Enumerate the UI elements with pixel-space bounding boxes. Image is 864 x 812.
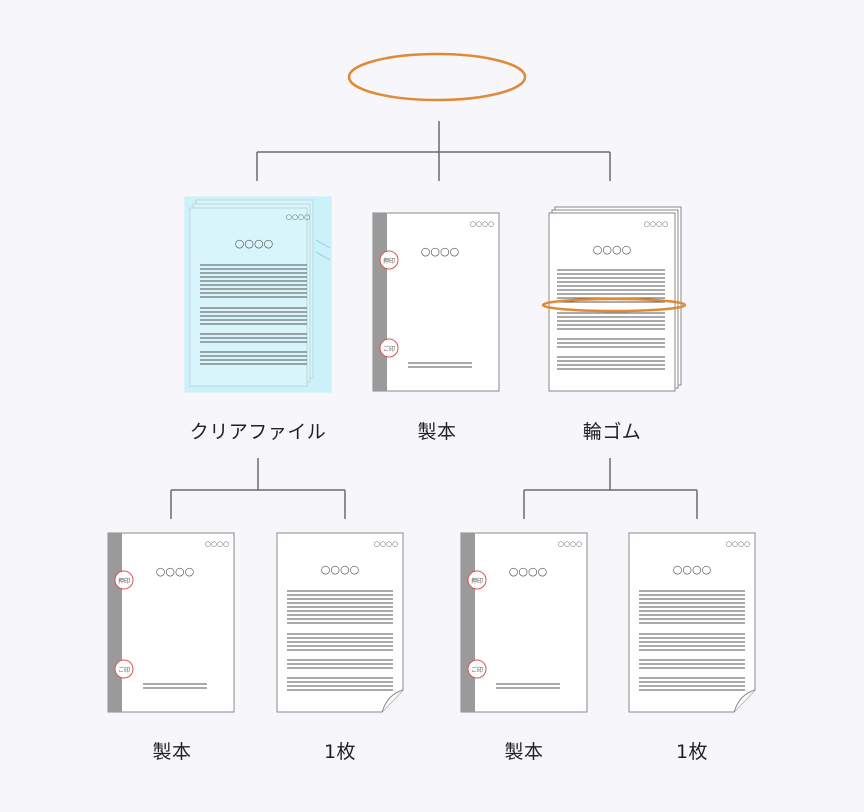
- svg-text:○○○○: ○○○○: [321, 563, 359, 576]
- label-bound: 製本: [417, 421, 457, 443]
- svg-text:押印: 押印: [471, 577, 483, 585]
- rubber-bound-icon: ○○○○ ○○○○ 押印 ご印: [460, 532, 588, 713]
- clear-file-single-icon: ○○○○ ○○○○: [276, 532, 404, 713]
- svg-text:○○○○: ○○○○: [374, 540, 398, 548]
- clear-file-title-mark: ○○○○: [235, 237, 273, 250]
- svg-text:○○○○: ○○○○: [509, 565, 547, 578]
- clear-file-corner-mark: ○○○○: [286, 213, 310, 221]
- label-rubber-bound: 製本: [504, 741, 544, 763]
- bound-corner-mark: ○○○○: [470, 220, 494, 228]
- svg-text:押印: 押印: [118, 577, 130, 585]
- rubber-title-mark: ○○○○: [593, 243, 631, 256]
- bound-stamp-bottom: [379, 338, 399, 358]
- bound-stamp-top: [379, 250, 399, 270]
- label-clear-file: クリアファイル: [189, 421, 327, 443]
- svg-text:ご印: ご印: [471, 666, 483, 674]
- rubber-single-icon: ○○○○ ○○○○: [628, 532, 756, 713]
- rubber-band-document-icon: ○○○○ ○○○○: [541, 206, 687, 392]
- svg-text:○○○○: ○○○○: [726, 540, 750, 548]
- label-rubber-single: 1枚: [675, 741, 709, 763]
- bound-title-mark: ○○○○: [421, 245, 459, 258]
- label-clear-file-single: 1枚: [323, 741, 357, 763]
- rubber-band-connectors: [523, 458, 698, 519]
- svg-text:○○○○: ○○○○: [558, 540, 582, 548]
- label-clear-file-bound: 製本: [152, 741, 192, 763]
- svg-text:○○○○: ○○○○: [205, 540, 229, 548]
- rubber-corner-mark: ○○○○: [644, 220, 668, 228]
- svg-text:○○○○: ○○○○: [156, 565, 194, 578]
- svg-text:ご印: ご印: [118, 666, 130, 674]
- svg-text:ご印: ご印: [383, 345, 395, 353]
- svg-text:○○○○: ○○○○: [673, 563, 711, 576]
- clear-file-icon: ○○○○ ○○○○: [184, 196, 332, 393]
- bound-document-icon: ○○○○ ○○○○ 押印 ご印: [372, 212, 500, 392]
- rubber-band: [541, 297, 687, 313]
- svg-text:押印: 押印: [383, 257, 395, 265]
- root-node: [347, 52, 527, 102]
- clear-file-connectors: [170, 458, 346, 519]
- label-rubber-band: 輪ゴム: [582, 421, 642, 443]
- root-connectors: [256, 121, 611, 181]
- clear-file-bound-icon: ○○○○ ○○○○ 押印 ご印: [107, 532, 235, 713]
